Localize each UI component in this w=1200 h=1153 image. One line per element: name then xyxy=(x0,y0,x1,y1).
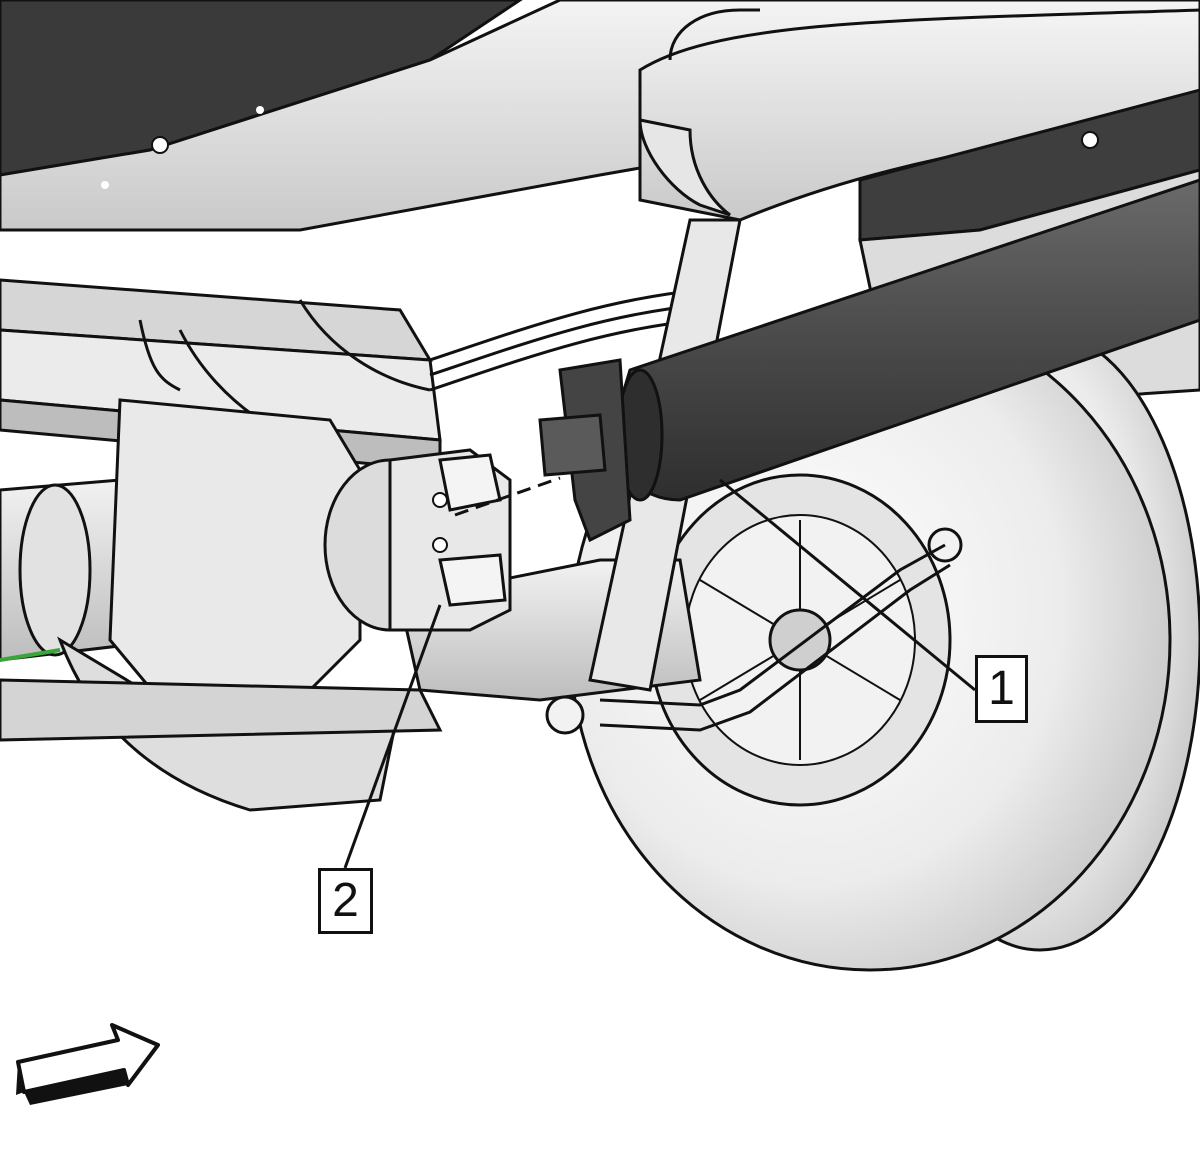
pinion-yoke xyxy=(323,448,512,632)
exhaust-tube xyxy=(638,8,1200,222)
driveshaft xyxy=(538,178,1200,543)
front-direction-arrow-icon xyxy=(16,1023,160,1105)
callout-1: 1 xyxy=(975,655,1028,723)
leader-line-2 xyxy=(343,604,442,869)
callout-2: 2 xyxy=(318,868,373,934)
leader-line-1 xyxy=(719,478,976,692)
alignment-dashed-line xyxy=(454,476,561,517)
rear-axle-housing xyxy=(0,398,702,812)
